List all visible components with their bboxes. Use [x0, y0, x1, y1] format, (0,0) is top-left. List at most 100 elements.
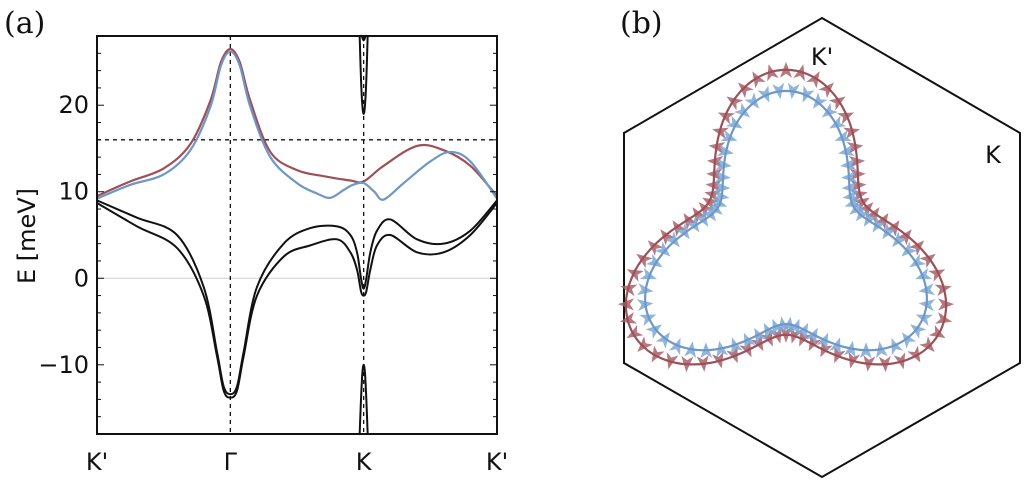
- fermi-contours: [624, 68, 948, 366]
- spin-arrow: [910, 324, 927, 339]
- y-tick-label: 10: [58, 178, 89, 206]
- spin-arrow: [885, 220, 900, 237]
- spin-arrow: [694, 210, 709, 227]
- spin-arrow: [919, 336, 935, 352]
- band-upper-line: [96, 47, 498, 198]
- brillouin-zone-hexagon: [623, 16, 1021, 479]
- fermi-contour-lower: [643, 89, 929, 352]
- band-bands-line: [358, 363, 369, 435]
- fermi-contour-upper: [624, 68, 948, 366]
- spin-arrow: [897, 229, 912, 246]
- k-label: K: [985, 141, 1002, 169]
- spin-arrow: [669, 338, 681, 356]
- spin-arrow: [626, 269, 644, 282]
- spin-arrow: [816, 332, 829, 350]
- spin-arrow: [828, 96, 846, 111]
- y-tick-label: −10: [38, 351, 89, 379]
- spin-arrow: [919, 253, 936, 269]
- spin-arrow: [795, 322, 809, 340]
- spin-arrow: [848, 351, 861, 369]
- spin-arrow: [698, 202, 715, 218]
- spin-arrow: [892, 231, 908, 248]
- spin-arrow: [907, 345, 921, 363]
- spin-arrow: [788, 318, 800, 336]
- spin-arrow: [772, 318, 784, 336]
- spin-arrow: [733, 102, 751, 118]
- spin-arrow: [834, 346, 846, 364]
- panel-tag-b: (b): [620, 6, 663, 41]
- spin-arrow: [793, 64, 805, 82]
- y-tick-label: 20: [58, 91, 89, 119]
- x-tick-label: K: [356, 448, 373, 476]
- x-tick-label: Γ: [224, 448, 238, 476]
- spin-arrow: [645, 253, 663, 268]
- spin-arrow: [706, 200, 723, 215]
- y-axis-title: E [meV]: [13, 188, 41, 284]
- spin-arrow: [818, 82, 834, 99]
- spin-arrow: [855, 205, 871, 222]
- spin-arrow: [837, 112, 855, 125]
- spin-arrow: [812, 92, 828, 109]
- panel-tag-a: (a): [4, 6, 45, 41]
- brillouin-zone-panel: (b) K' K: [617, 6, 1021, 479]
- spin-arrow: [675, 222, 690, 240]
- axis-ticks: [97, 35, 497, 435]
- spin-arrow: [651, 345, 665, 363]
- spin-arrow: [767, 64, 779, 82]
- spin-arrow: [805, 327, 818, 345]
- band-lines: [96, 34, 498, 435]
- spin-arrow: [909, 253, 927, 268]
- spin-arrow: [717, 112, 735, 125]
- x-tick-label: K': [486, 448, 508, 476]
- spin-arrow: [744, 92, 760, 109]
- spin-arrow: [757, 85, 770, 103]
- spin-arrow: [829, 337, 841, 355]
- plot-frame: [96, 35, 498, 435]
- spin-arrow: [893, 352, 906, 370]
- spin-arrow: [619, 312, 637, 324]
- band-lower-line: [96, 50, 498, 201]
- spin-arrow: [701, 205, 717, 222]
- spin-arrow: [908, 240, 925, 256]
- spin-arrow: [731, 337, 743, 355]
- spin-arrow: [935, 312, 953, 324]
- spin-arrow: [645, 324, 662, 339]
- spin-arrow: [882, 222, 897, 240]
- spin-arrow: [806, 71, 820, 89]
- spin-arrow: [639, 314, 657, 326]
- spin-arrow: [666, 352, 679, 370]
- spin-arrow: [647, 240, 664, 256]
- spin-arrow: [752, 71, 766, 89]
- spin-arrow: [891, 338, 903, 356]
- spin-arrow: [726, 346, 738, 364]
- spin-arrow: [720, 129, 738, 142]
- spin-arrow: [849, 200, 866, 215]
- spin-arrow: [672, 220, 687, 237]
- spin-arrow: [637, 336, 653, 352]
- spin-arrow: [821, 102, 839, 118]
- spin-arrow: [763, 322, 777, 340]
- spin-arrow: [655, 332, 670, 349]
- spin-arrow: [844, 195, 862, 207]
- spin-arrow: [711, 351, 724, 369]
- spin-arrow: [802, 85, 815, 103]
- spin-arrow: [901, 241, 918, 257]
- spin-arrow: [725, 115, 743, 129]
- band-bands-line: [358, 35, 369, 115]
- spin-arrow: [660, 229, 675, 246]
- spin-arrow: [626, 324, 644, 339]
- spin-arrow: [915, 314, 933, 326]
- spin-arrow: [685, 215, 700, 233]
- spin-arrow: [743, 332, 756, 350]
- spin-arrow: [934, 284, 952, 297]
- spin-arrow: [726, 96, 744, 111]
- spin-arrow: [620, 284, 638, 297]
- spin-arrow: [683, 213, 698, 230]
- spin-arrow: [636, 253, 653, 269]
- spin-arrow: [928, 324, 946, 339]
- spin-arrow: [928, 269, 946, 282]
